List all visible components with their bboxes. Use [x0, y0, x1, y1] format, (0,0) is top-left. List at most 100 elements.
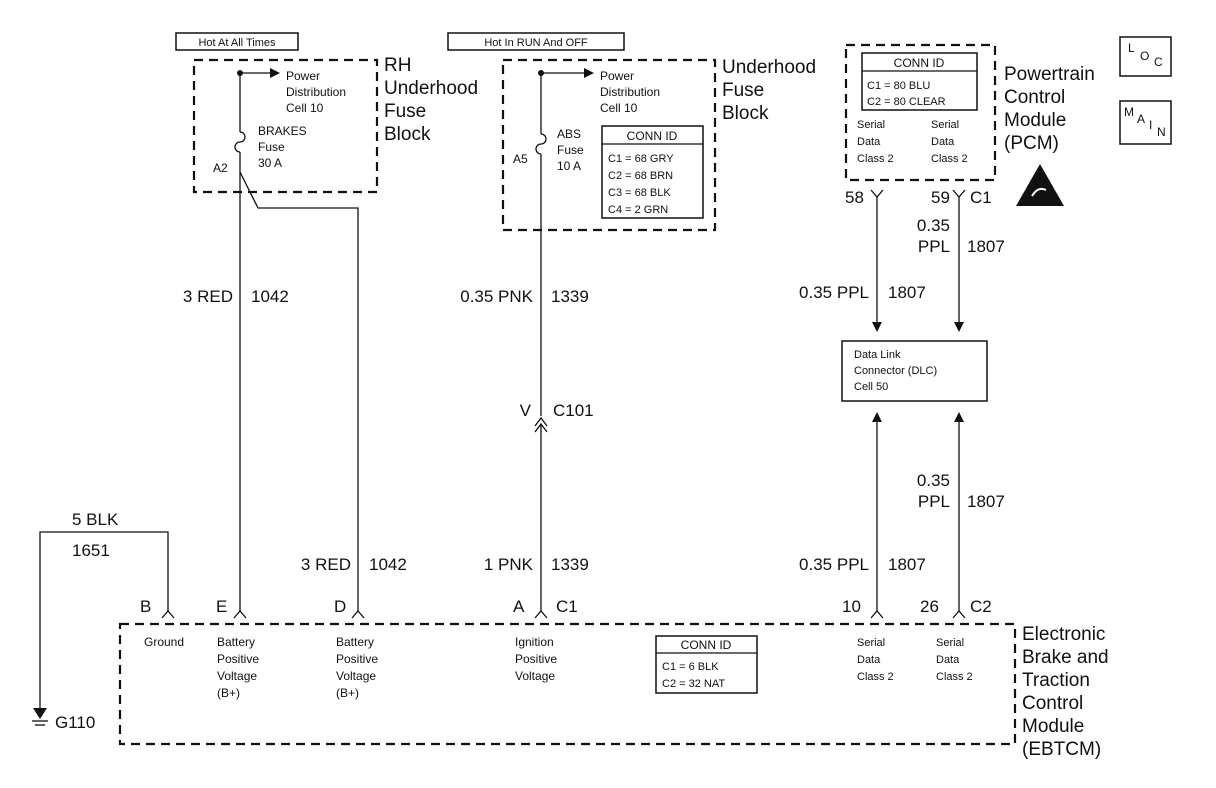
svg-text:Positive: Positive — [515, 652, 557, 666]
svg-text:CONN ID: CONN ID — [627, 129, 678, 143]
svg-text:Block: Block — [722, 103, 769, 124]
svg-text:C1: C1 — [970, 188, 992, 207]
conn-id-table-ebtcm: CONN ID C1 = 6 BLK C2 = 32 NAT — [655, 635, 758, 694]
svg-text:ABS: ABS — [557, 127, 581, 141]
svg-text:C101: C101 — [553, 401, 594, 420]
svg-text:Control: Control — [1022, 693, 1083, 714]
svg-text:Module: Module — [1022, 716, 1084, 737]
svg-text:I: I — [1149, 118, 1152, 132]
svg-text:1042: 1042 — [369, 555, 407, 574]
svg-text:1807: 1807 — [967, 237, 1005, 256]
svg-text:(PCM): (PCM) — [1004, 133, 1059, 154]
svg-text:Serial: Serial — [857, 637, 885, 649]
banner-hot-in-run-and-off: Hot In RUN And OFF — [447, 32, 625, 51]
svg-text:A: A — [513, 597, 525, 616]
svg-text:C2 = 68 BRN: C2 = 68 BRN — [608, 170, 673, 182]
svg-text:RH: RH — [384, 55, 411, 76]
svg-text:Battery: Battery — [217, 635, 255, 649]
svg-text:Battery: Battery — [336, 635, 374, 649]
rh-underhood-fuse-block: RH Underhood Fuse Block Power Distributi… — [192, 55, 478, 194]
svg-text:Fuse: Fuse — [557, 143, 584, 157]
ebtcm-module: Electronic Brake and Traction Control Mo… — [118, 189, 1109, 760]
svg-text:0.35 PPL: 0.35 PPL — [799, 283, 869, 302]
svg-text:Data: Data — [857, 136, 881, 148]
svg-text:Class 2: Class 2 — [936, 671, 973, 683]
svg-text:Electronic: Electronic — [1022, 624, 1105, 645]
svg-text:26: 26 — [920, 597, 939, 616]
svg-text:3 RED: 3 RED — [183, 287, 233, 306]
svg-text:3 RED: 3 RED — [301, 555, 351, 574]
svg-text:Data: Data — [936, 654, 960, 666]
svg-text:5 BLK: 5 BLK — [72, 510, 119, 529]
svg-text:C2 = 80 CLEAR: C2 = 80 CLEAR — [867, 96, 946, 108]
svg-text:D: D — [334, 597, 346, 616]
svg-text:C1: C1 — [556, 597, 578, 616]
loc-icon[interactable]: L O C — [1119, 36, 1172, 77]
wire-blk-1651: 5 BLK 1651 — [39, 510, 169, 708]
svg-text:C1 = 68 GRY: C1 = 68 GRY — [608, 153, 674, 165]
svg-text:B: B — [140, 597, 151, 616]
svg-text:E: E — [216, 597, 227, 616]
svg-text:Control: Control — [1004, 87, 1065, 108]
svg-text:0.35: 0.35 — [917, 471, 950, 490]
svg-text:1651: 1651 — [72, 541, 110, 560]
svg-text:N: N — [1157, 125, 1166, 139]
svg-text:Distribution: Distribution — [600, 85, 660, 99]
svg-text:CONN ID: CONN ID — [894, 56, 945, 70]
svg-text:Block: Block — [384, 124, 431, 145]
svg-text:0.35 PPL: 0.35 PPL — [799, 555, 869, 574]
svg-text:Fuse: Fuse — [722, 80, 764, 101]
svg-text:M: M — [1124, 105, 1134, 119]
svg-text:1 PNK: 1 PNK — [484, 555, 534, 574]
svg-text:Voltage: Voltage — [515, 669, 555, 683]
svg-text:Hot In RUN And OFF: Hot In RUN And OFF — [484, 37, 588, 49]
svg-text:Underhood: Underhood — [384, 78, 478, 99]
svg-text:Distribution: Distribution — [286, 85, 346, 99]
underhood-fuse-block: Underhood Fuse Block Power Distribution … — [501, 57, 816, 232]
svg-text:Fuse: Fuse — [384, 101, 426, 122]
svg-text:Serial: Serial — [936, 637, 964, 649]
svg-text:A: A — [1137, 112, 1145, 126]
wire-ppl-1807-b: 0.35 PPL 1807 0.35 PPL 1807 — [917, 196, 1005, 612]
svg-text:Module: Module — [1004, 110, 1066, 131]
svg-text:Traction: Traction — [1022, 670, 1090, 691]
svg-text:Data Link: Data Link — [854, 349, 901, 361]
svg-text:V: V — [520, 401, 532, 420]
svg-text:Serial: Serial — [857, 119, 885, 131]
svg-text:Power: Power — [600, 69, 634, 83]
svg-text:BRAKES: BRAKES — [258, 124, 307, 138]
svg-text:Fuse: Fuse — [258, 140, 285, 154]
wire-pnk-1339: 0.35 PNK 1339 V C101 1 PNK 1339 — [460, 230, 594, 612]
svg-text:Data: Data — [857, 654, 881, 666]
banner-hot-at-all-times: Hot At All Times — [175, 32, 299, 51]
svg-text:0.35: 0.35 — [917, 216, 950, 235]
svg-text:Connector (DLC): Connector (DLC) — [854, 365, 937, 377]
svg-text:Underhood: Underhood — [722, 57, 816, 78]
svg-text:58: 58 — [845, 188, 864, 207]
svg-text:Brake and: Brake and — [1022, 647, 1109, 668]
svg-text:Ignition: Ignition — [515, 635, 554, 649]
svg-text:C3 = 68 BLK: C3 = 68 BLK — [608, 187, 671, 199]
svg-text:L: L — [1128, 41, 1135, 55]
svg-text:59: 59 — [931, 188, 950, 207]
wire-ppl-1807-a: 0.35 PPL 1807 0.35 PPL 1807 — [799, 196, 926, 612]
conn-id-table-pcm: CONN ID C1 = 80 BLU C2 = 80 CLEAR — [861, 52, 978, 111]
svg-text:0.35 PNK: 0.35 PNK — [460, 287, 533, 306]
svg-text:O: O — [1140, 49, 1149, 63]
svg-text:(EBTCM): (EBTCM) — [1022, 739, 1101, 760]
svg-text:Positive: Positive — [336, 652, 378, 666]
svg-text:C: C — [1154, 55, 1163, 69]
svg-text:C2 = 32 NAT: C2 = 32 NAT — [662, 678, 725, 690]
svg-text:1339: 1339 — [551, 555, 589, 574]
svg-text:C1 = 80 BLU: C1 = 80 BLU — [867, 80, 930, 92]
svg-text:Powertrain: Powertrain — [1004, 64, 1095, 85]
svg-text:1807: 1807 — [967, 492, 1005, 511]
main-icon[interactable]: M A I N — [1119, 100, 1172, 145]
svg-text:10 A: 10 A — [557, 159, 581, 173]
svg-text:C2: C2 — [970, 597, 992, 616]
svg-text:30 A: 30 A — [258, 156, 282, 170]
svg-text:Voltage: Voltage — [217, 669, 257, 683]
svg-text:10: 10 — [842, 597, 861, 616]
svg-text:PPL: PPL — [918, 492, 950, 511]
